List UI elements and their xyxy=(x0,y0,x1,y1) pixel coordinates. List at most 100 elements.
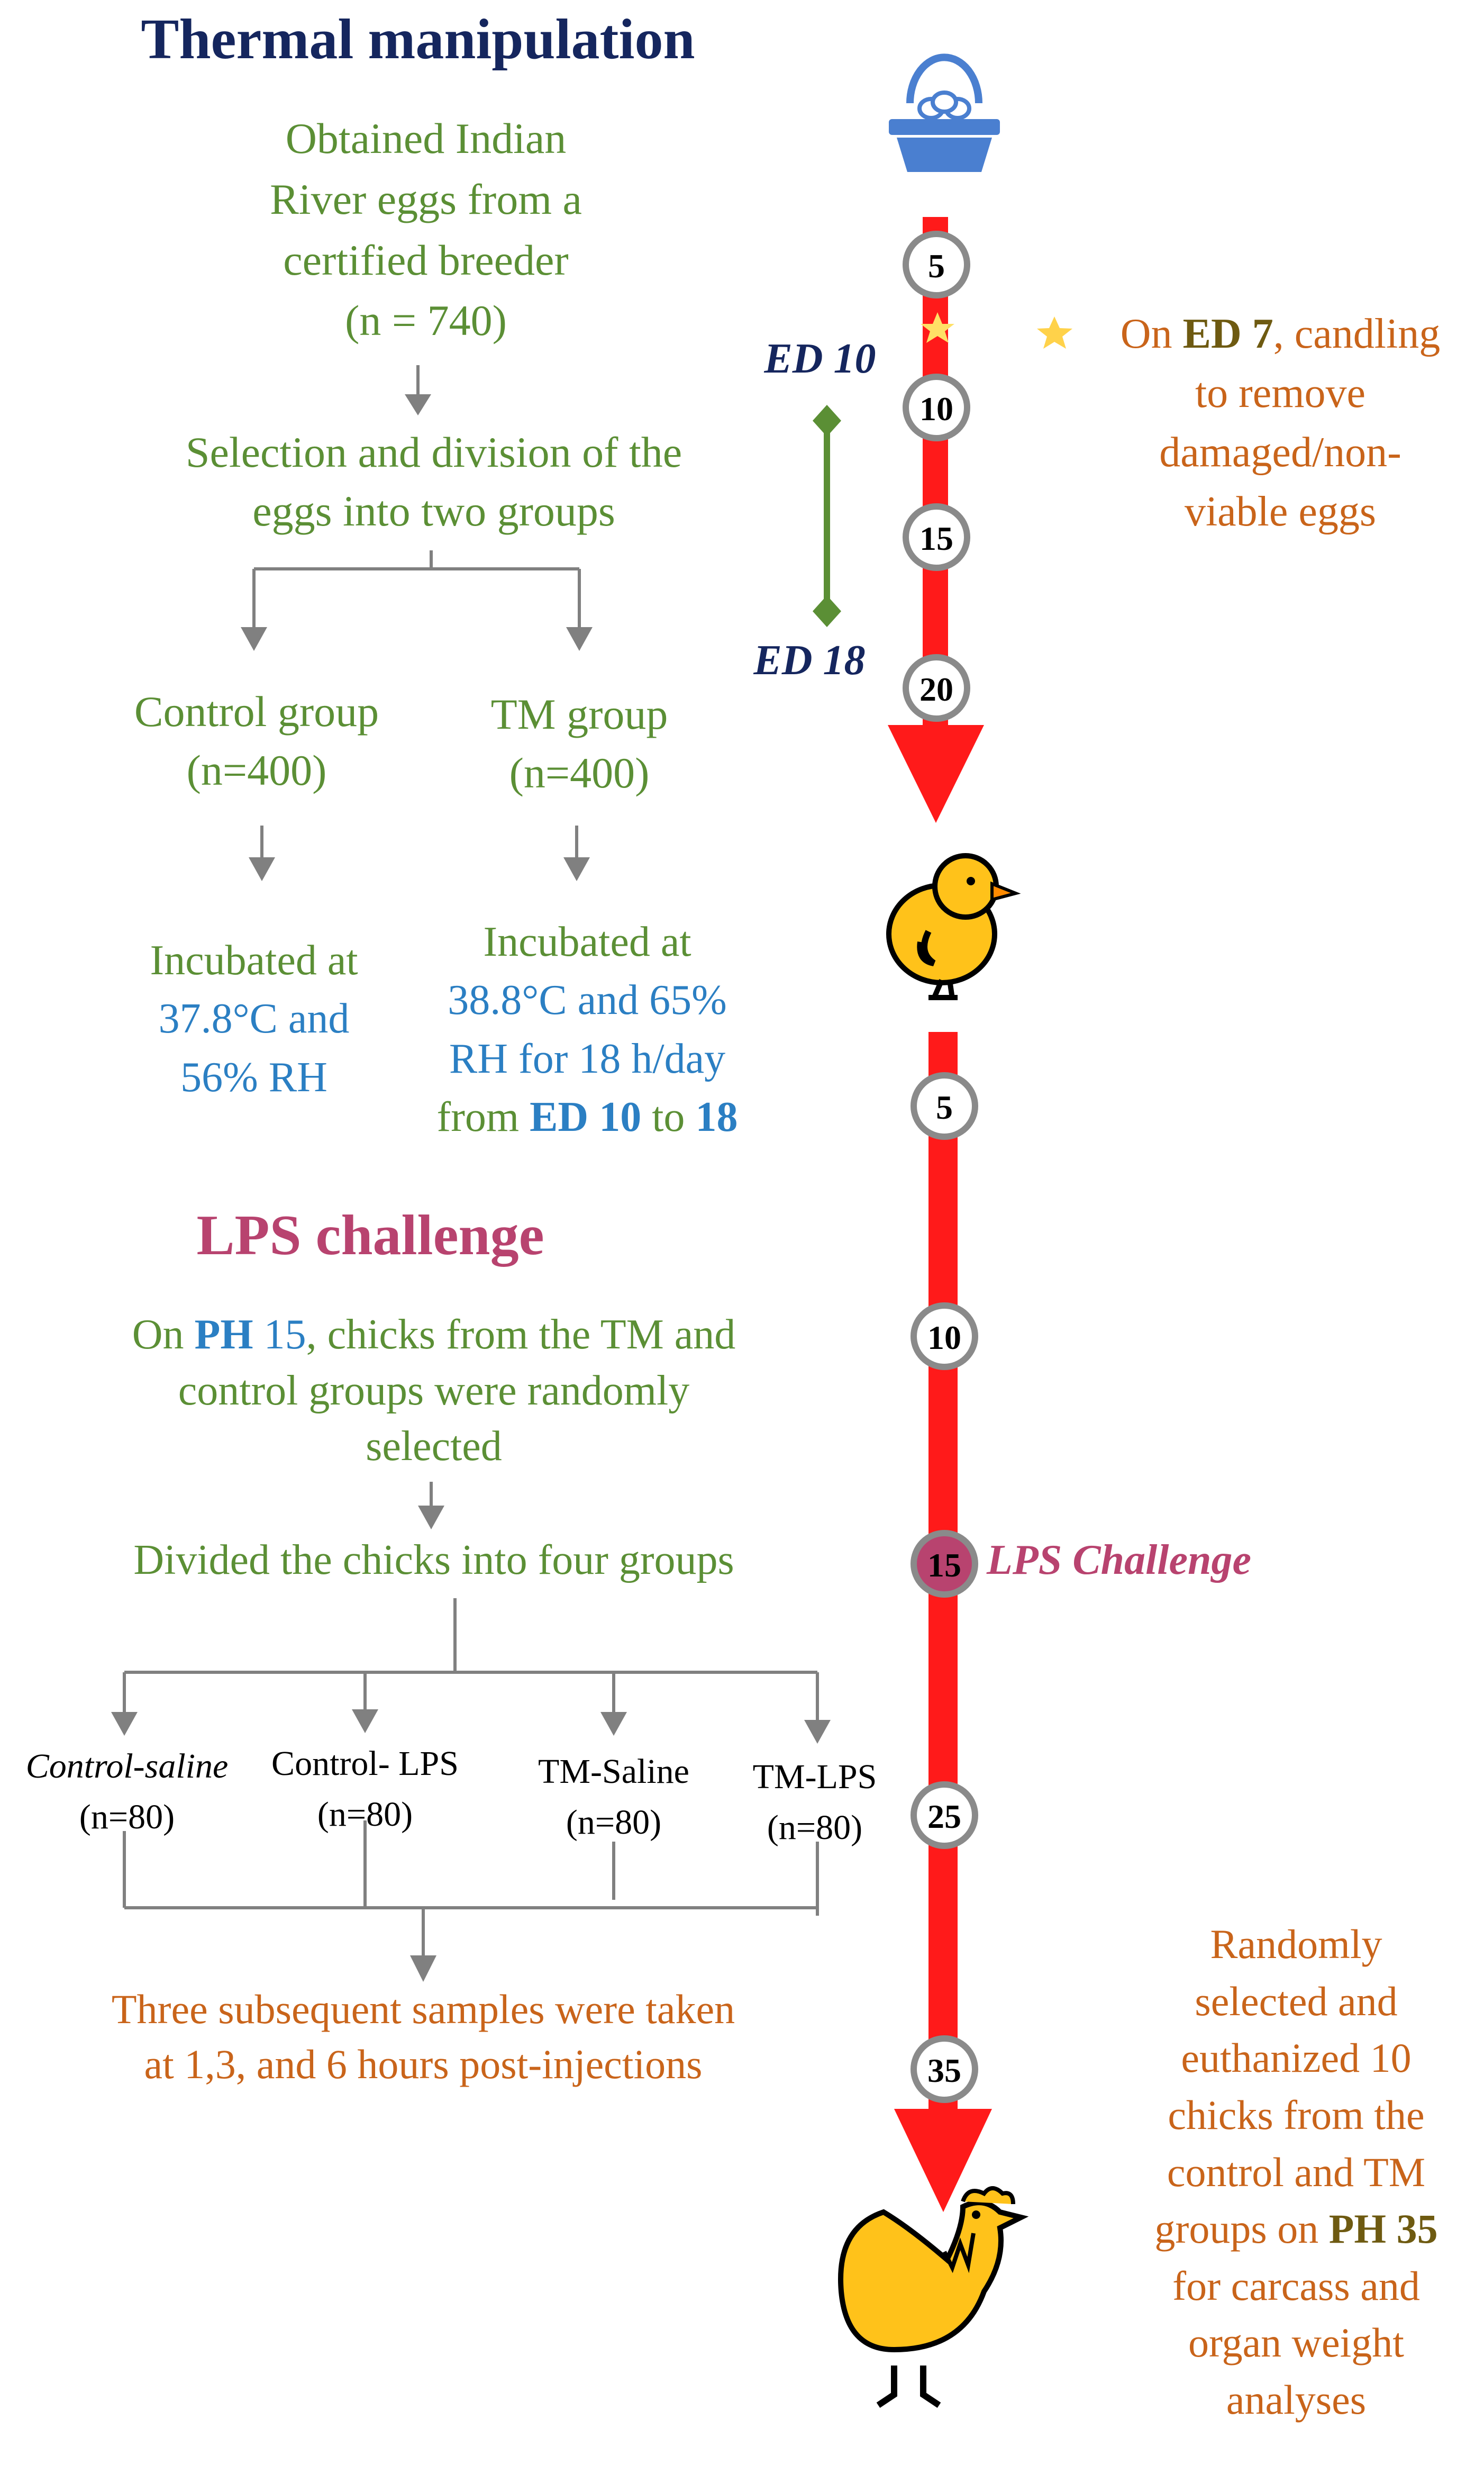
final-groups-on: groups on xyxy=(1154,2206,1329,2252)
group-tm-saline-n: (n=80) xyxy=(566,1802,662,1842)
obtained-line-2: River eggs from a xyxy=(270,175,582,223)
tm-incub-line-1: Incubated at xyxy=(483,919,691,965)
embryo-day-15-label: 15 xyxy=(919,520,953,557)
control-group-n: (n=400) xyxy=(186,746,327,794)
samples-text: Three subsequent samples were taken at 1… xyxy=(53,1982,794,2091)
star-marker-ed7 xyxy=(921,312,954,343)
posthatch-day-10: 10 xyxy=(911,1302,978,1370)
final-line-9: analyses xyxy=(1226,2377,1367,2423)
selection-line-1: Selection and division of the xyxy=(185,428,682,476)
posthatch-day-25: 25 xyxy=(911,1781,978,1849)
obtained-line-1: Obtained Indian xyxy=(285,114,567,162)
posthatch-timeline-arrowhead xyxy=(894,2109,992,2212)
posthatch-day-35: 35 xyxy=(911,2035,978,2103)
candling-line-4: viable eggs xyxy=(1184,488,1377,535)
group-tm-saline: TM-Saline (n=80) xyxy=(508,1746,720,1847)
control-incub-line-1: Incubated at xyxy=(150,937,358,984)
lps-selection-line-1: On PH 15, chicks from the TM and xyxy=(58,1307,809,1363)
tm-title: Thermal manipulation xyxy=(141,8,695,71)
lps-flow-connectors xyxy=(111,1482,831,1982)
lps-title: LPS challenge xyxy=(196,1204,544,1267)
samples-line-2: at 1,3, and 6 hours post-injections xyxy=(144,2041,703,2087)
lps-challenge-label: LPS Challenge xyxy=(987,1537,1252,1583)
lps-selection-line-3: selected xyxy=(366,1423,502,1470)
tm-incub-line-2: 38.8°C and 65% xyxy=(448,977,727,1024)
group-control-lps: Control- LPS (n=80) xyxy=(249,1738,481,1839)
embryo-day-10-label: 10 xyxy=(919,390,953,428)
tm-incub-from: from xyxy=(436,1094,530,1141)
embryo-timeline-bar xyxy=(923,217,948,736)
candling-line-3: damaged/non- xyxy=(1159,429,1401,476)
group-control-saline-name: Control-saline xyxy=(25,1747,229,1786)
legend-star-icon xyxy=(1037,316,1072,349)
posthatch-day-5: 5 xyxy=(911,1072,978,1140)
chick-icon xyxy=(886,853,1021,1000)
final-line-2: selected and xyxy=(1195,1978,1398,2024)
candling-line-2: to remove xyxy=(1195,370,1366,416)
embryo-day-5-label: 5 xyxy=(928,247,945,285)
embryo-day-20: 20 xyxy=(903,654,970,722)
final-line-4: chicks from the xyxy=(1168,2091,1425,2138)
control-group-name: Control group xyxy=(134,687,379,736)
lps-ph-15: 15 xyxy=(253,1311,306,1358)
group-tm-saline-name: TM-Saline xyxy=(538,1752,689,1791)
final-line-3: euthanized 10 xyxy=(1181,2035,1412,2081)
group-tm-lps-name: TM-LPS xyxy=(752,1757,877,1796)
obtained-eggs-text: Obtained Indian River eggs from a certif… xyxy=(175,108,677,351)
embryo-day-15: 15 xyxy=(903,503,970,571)
lps-chicks-text: , chicks from the TM and xyxy=(306,1311,736,1358)
diamond-marker-ed18 xyxy=(813,595,841,627)
diamond-marker-ed10 xyxy=(813,405,841,437)
posthatch-day-15: 15 xyxy=(911,1530,978,1598)
hen-icon xyxy=(838,2186,1029,2408)
control-incubation-text: Incubated at 37.8°C and 56% RH xyxy=(95,931,413,1107)
obtained-line-4: (n = 740) xyxy=(345,296,507,345)
final-note: Randomly selected and euthanized 10 chic… xyxy=(1111,1916,1481,2428)
obtained-line-3: certified breeder xyxy=(283,235,569,284)
candling-note: On ED 7, candling to remove damaged/non-… xyxy=(1079,304,1481,541)
lps-selection-line-2: control groups were randomly xyxy=(178,1367,690,1414)
posthatch-day-5-label: 5 xyxy=(936,1089,953,1126)
group-control-lps-n: (n=80) xyxy=(317,1795,413,1834)
tm-incub-line-4: from ED 10 to 18 xyxy=(402,1088,772,1146)
embryo-day-10: 10 xyxy=(903,374,970,441)
tm-incub-18: 18 xyxy=(695,1094,738,1141)
tm-incub-line-3: RH for 18 h/day xyxy=(449,1035,726,1082)
posthatch-day-25-label: 25 xyxy=(927,1798,961,1835)
group-control-saline: Control-saline (n=80) xyxy=(0,1741,254,1842)
selection-text: Selection and division of the eggs into … xyxy=(122,423,746,540)
group-tm-lps: TM-LPS (n=80) xyxy=(730,1752,899,1853)
tm-group-n: (n=400) xyxy=(509,748,650,797)
selection-line-2: eggs into two groups xyxy=(252,486,615,535)
final-ph35: PH 35 xyxy=(1328,2206,1438,2252)
tm-incub-ed10: ED 10 xyxy=(530,1094,642,1141)
group-control-lps-name: Control- LPS xyxy=(271,1744,459,1783)
control-incub-line-3: 56% RH xyxy=(180,1054,327,1101)
final-line-5: control and TM xyxy=(1167,2149,1426,2195)
posthatch-day-15-label: 15 xyxy=(927,1546,961,1584)
tm-group-name: TM group xyxy=(490,690,668,738)
ed-bracket xyxy=(813,405,841,627)
samples-line-1: Three subsequent samples were taken xyxy=(111,1986,735,2032)
tm-flow-connectors xyxy=(241,365,593,881)
posthatch-day-10-label: 10 xyxy=(927,1319,961,1356)
group-tm-lps-n: (n=80) xyxy=(767,1808,863,1847)
candling-line-1: On ED 7, candling xyxy=(1079,304,1481,364)
tm-incubation-text: Incubated at 38.8°C and 65% RH for 18 h/… xyxy=(402,913,772,1147)
basket-icon xyxy=(889,53,1000,172)
control-group-label: Control group (n=400) xyxy=(101,683,413,800)
tm-incub-to: to xyxy=(641,1094,696,1141)
embryo-day-5: 5 xyxy=(903,231,970,298)
lps-selection-text: On PH 15, chicks from the TM and control… xyxy=(58,1307,809,1475)
ed10-label: ED 10 xyxy=(764,336,876,382)
final-line-6: groups on PH 35 xyxy=(1111,2200,1481,2258)
group-control-saline-n: (n=80) xyxy=(79,1797,175,1836)
ed18-label: ED 18 xyxy=(753,637,866,684)
candling-on: On xyxy=(1120,311,1183,357)
posthatch-timeline xyxy=(894,1032,992,2212)
control-incub-line-2: 37.8°C and xyxy=(158,995,350,1043)
divided-text: Divided the chicks into four groups xyxy=(133,1537,734,1583)
embryo-timeline-arrowhead xyxy=(888,725,984,823)
embryo-timeline xyxy=(888,217,984,823)
